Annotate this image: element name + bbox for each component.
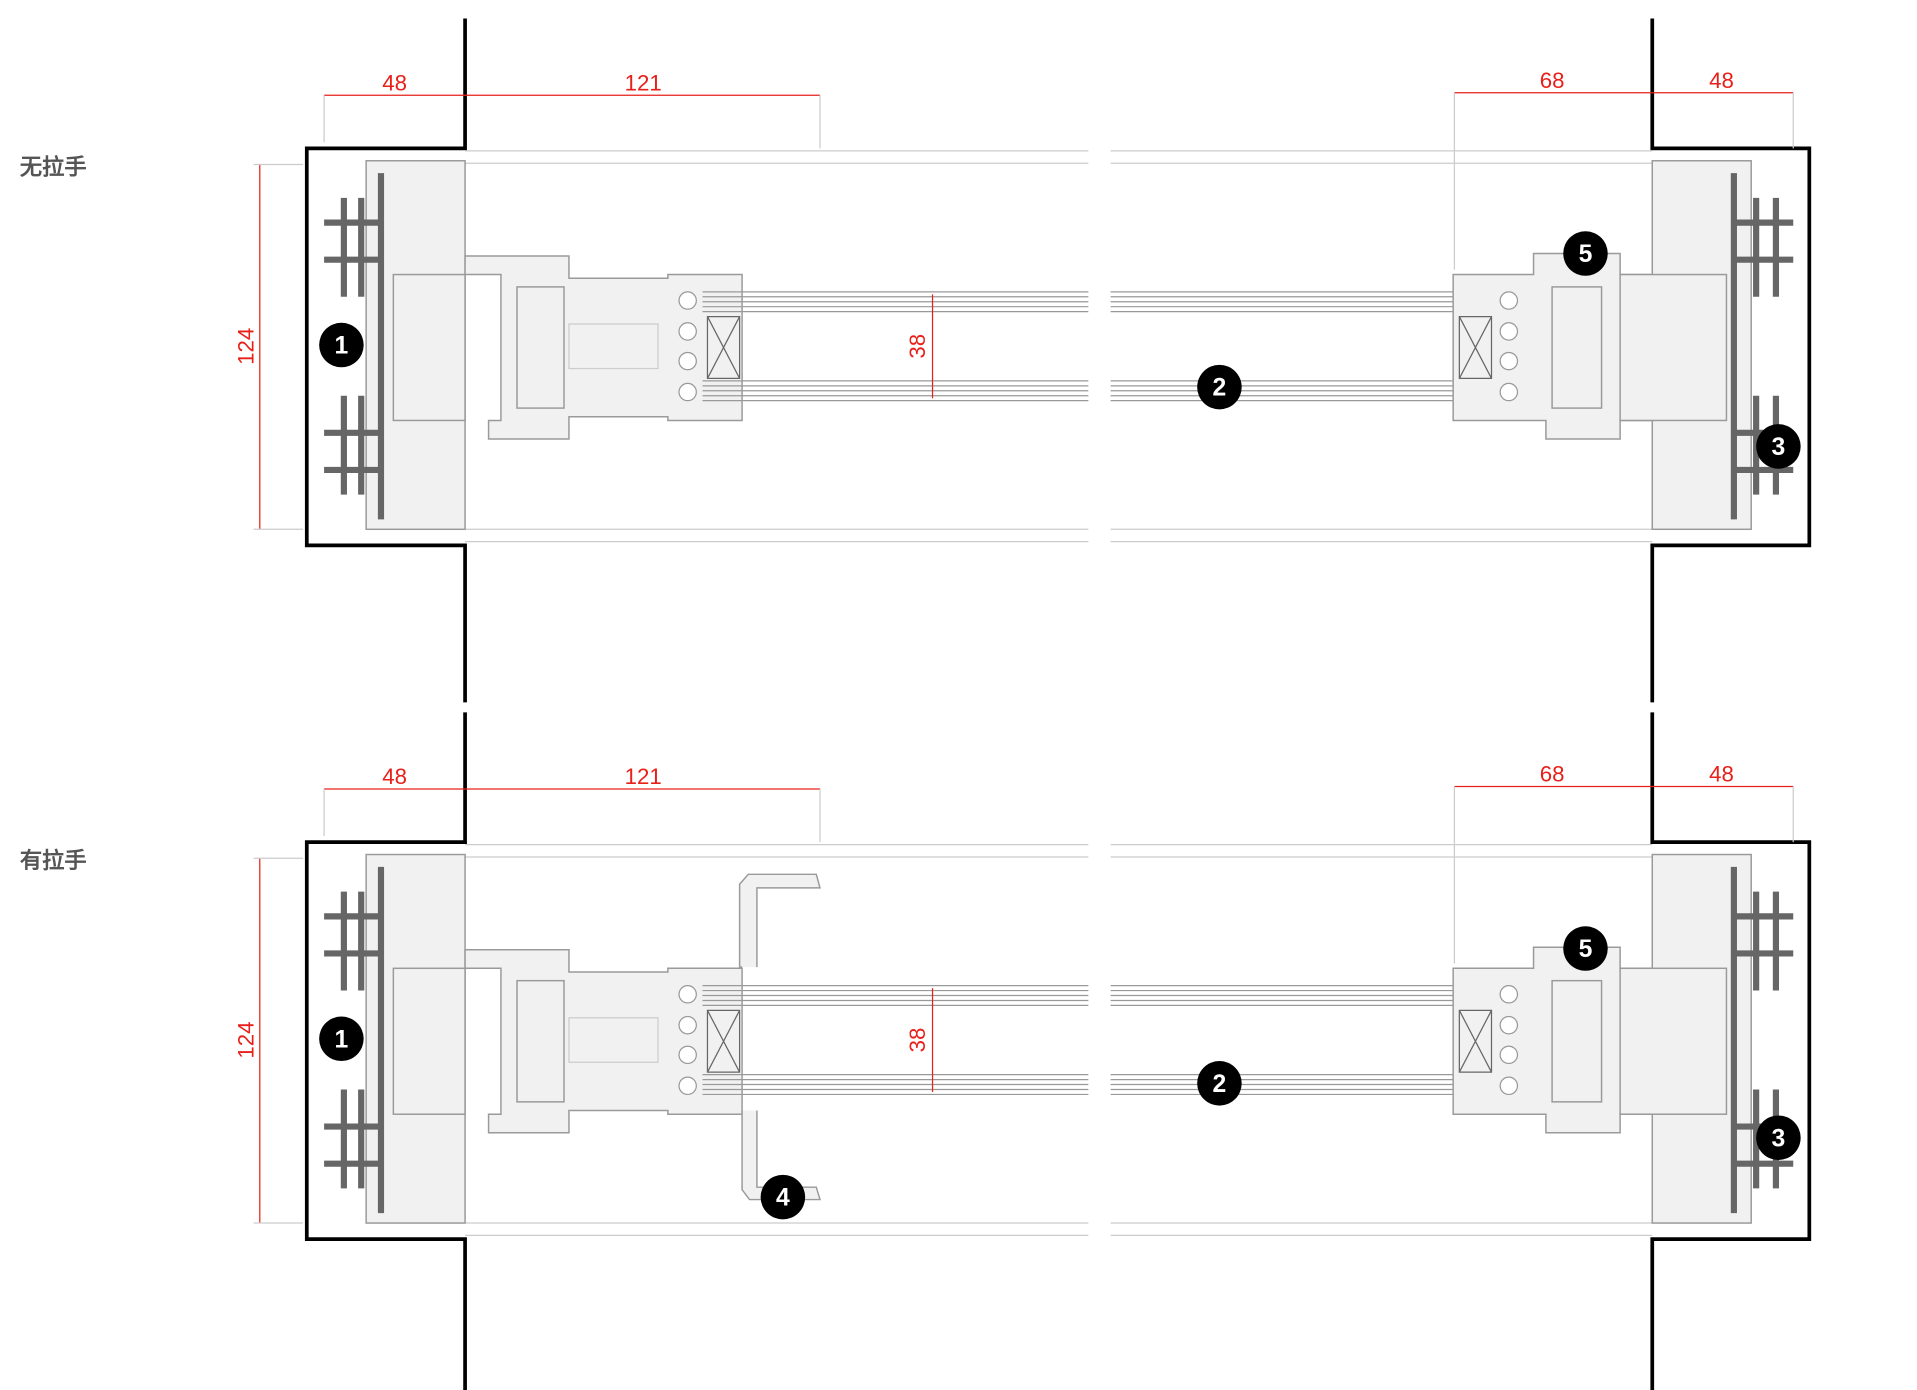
panel-label: 有拉手: [20, 847, 87, 874]
dim-right-frame: 48: [1709, 68, 1734, 93]
dim-right-sash: 68: [1540, 762, 1565, 787]
svg-text:4: 4: [776, 1185, 790, 1212]
svg-text:3: 3: [1772, 434, 1786, 461]
panel-label: 无拉手: [20, 153, 87, 180]
dim-glass: 38: [905, 1028, 930, 1053]
dim-left-frame: 48: [382, 764, 407, 789]
callout-5: 5: [1563, 926, 1608, 971]
callout-4: 4: [760, 1174, 806, 1220]
callout-1: 1: [319, 1016, 364, 1062]
dim-height: 124: [234, 1021, 259, 1058]
dim-left-sash: 121: [625, 764, 662, 789]
dim-left-sash: 121: [625, 70, 662, 95]
callout-1: 1: [319, 322, 364, 368]
dim-right-frame: 48: [1709, 762, 1734, 787]
svg-text:5: 5: [1579, 241, 1593, 268]
svg-text:5: 5: [1579, 936, 1593, 963]
svg-text:1: 1: [335, 1026, 349, 1053]
dim-right-sash: 68: [1540, 68, 1565, 93]
svg-text:3: 3: [1772, 1125, 1786, 1152]
callout-2: 2: [1197, 1061, 1242, 1106]
svg-text:2: 2: [1213, 1071, 1227, 1098]
callout-3: 3: [1756, 424, 1801, 469]
panel-no-handle: 无拉手 48 121 68 48 124 38 1 2 3 5: [20, 19, 1809, 703]
dim-glass: 38: [905, 334, 930, 359]
handle-profile: [738, 873, 821, 1201]
svg-text:1: 1: [335, 333, 349, 360]
dim-height: 124: [234, 328, 259, 365]
svg-text:2: 2: [1213, 375, 1227, 402]
callout-2: 2: [1197, 364, 1242, 410]
panel-with-handle: 有拉手 48 121 68 48 124 38 1 2 3 5 4: [20, 712, 1809, 1390]
callout-3: 3: [1756, 1115, 1801, 1160]
callout-5: 5: [1563, 231, 1608, 276]
dim-left-frame: 48: [382, 70, 407, 95]
